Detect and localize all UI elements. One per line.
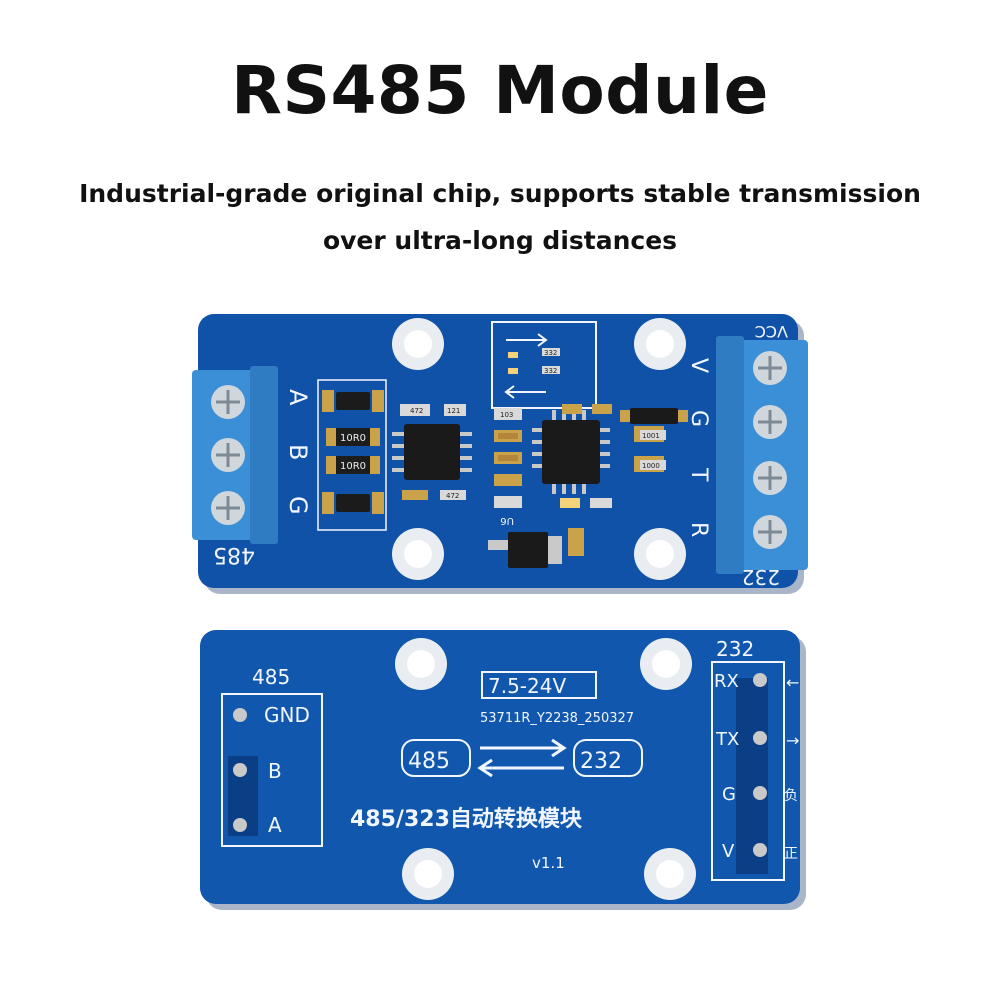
bottom-right-label: 232	[716, 637, 754, 661]
voltage-label: 7.5-24V	[488, 674, 566, 698]
note-rx-arrow-icon: ←	[786, 673, 799, 692]
right-pin-t: T	[686, 467, 711, 482]
page-title: RS485 Module	[231, 52, 769, 129]
smd-label: 1000	[642, 462, 660, 470]
smd-label: 332	[544, 349, 557, 357]
smd-label: 472	[446, 492, 459, 500]
bottom-pin-gnd: GND	[264, 703, 310, 727]
mounting-hole-icon	[395, 638, 696, 900]
bottom-pin-g: G	[722, 784, 736, 805]
note-positive: 正	[784, 846, 798, 862]
smd-label: 103	[500, 411, 513, 419]
bottom-pin-a: A	[268, 813, 282, 837]
right-top-label: VCC	[755, 322, 788, 341]
box-left-485: 485	[408, 749, 450, 774]
note-tx-arrow-icon: →	[786, 731, 799, 750]
mounting-hole-icon	[392, 318, 686, 580]
subtitle-line-2: over ultra-long distances	[322, 226, 678, 255]
left-pin-b: B	[284, 444, 312, 460]
bottom-pin-v: V	[722, 841, 735, 862]
bottom-pin-tx: TX	[715, 729, 739, 750]
right-pin-v: V	[686, 358, 711, 373]
version-label: v1.1	[532, 854, 565, 872]
smd-label: 1001	[642, 432, 660, 440]
top-board-photo: A B G 485 V G T R VCC 232 332 332 10R0 1…	[0, 300, 1000, 600]
ic-chip-2	[532, 410, 610, 494]
left-pin-g: G	[284, 496, 312, 515]
smd-label: 332	[544, 367, 557, 375]
box-right-232: 232	[580, 749, 622, 774]
smd-label: 472	[410, 407, 423, 415]
module-name: 485/323自动转换模块	[350, 806, 583, 832]
left-pin-a: A	[284, 389, 312, 406]
u6-label: U6	[500, 515, 514, 526]
ic-chip-1	[392, 424, 472, 480]
bottom-board-svg: 485 GND B A 7.5-24V 53711R_Y2238_250327 …	[200, 630, 806, 910]
note-negative: 负	[784, 788, 798, 804]
right-pin-g: G	[686, 410, 711, 427]
subtitle-line-1: Industrial-grade original chip, supports…	[79, 179, 921, 208]
smd-label: 121	[447, 407, 460, 415]
part-code: 53711R_Y2238_250327	[480, 711, 634, 726]
top-board-svg: A B G 485 V G T R VCC 232 332 332 10R0 1…	[192, 314, 808, 594]
page-subtitle: Industrial-grade original chip, supports…	[50, 170, 950, 264]
bottom-board-photo: 485 GND B A 7.5-24V 53711R_Y2238_250327 …	[0, 618, 1000, 918]
left-port-label: 485	[213, 542, 255, 567]
conversion-arrows-icon	[477, 738, 567, 778]
bottom-left-label: 485	[252, 665, 290, 689]
bottom-pin-rx: RX	[714, 671, 739, 692]
top-pcb	[198, 314, 798, 588]
right-pin-r: R	[686, 522, 711, 537]
left-terminal-block	[192, 366, 278, 544]
voltage-regulator	[488, 528, 584, 568]
right-port-label: 232	[742, 565, 780, 589]
resistor-label-1: 10R0	[340, 433, 366, 444]
resistor-label-2: 10R0	[340, 461, 366, 472]
right-terminal-block	[716, 336, 808, 574]
passive-components	[494, 408, 522, 508]
bottom-pin-b: B	[268, 759, 282, 783]
